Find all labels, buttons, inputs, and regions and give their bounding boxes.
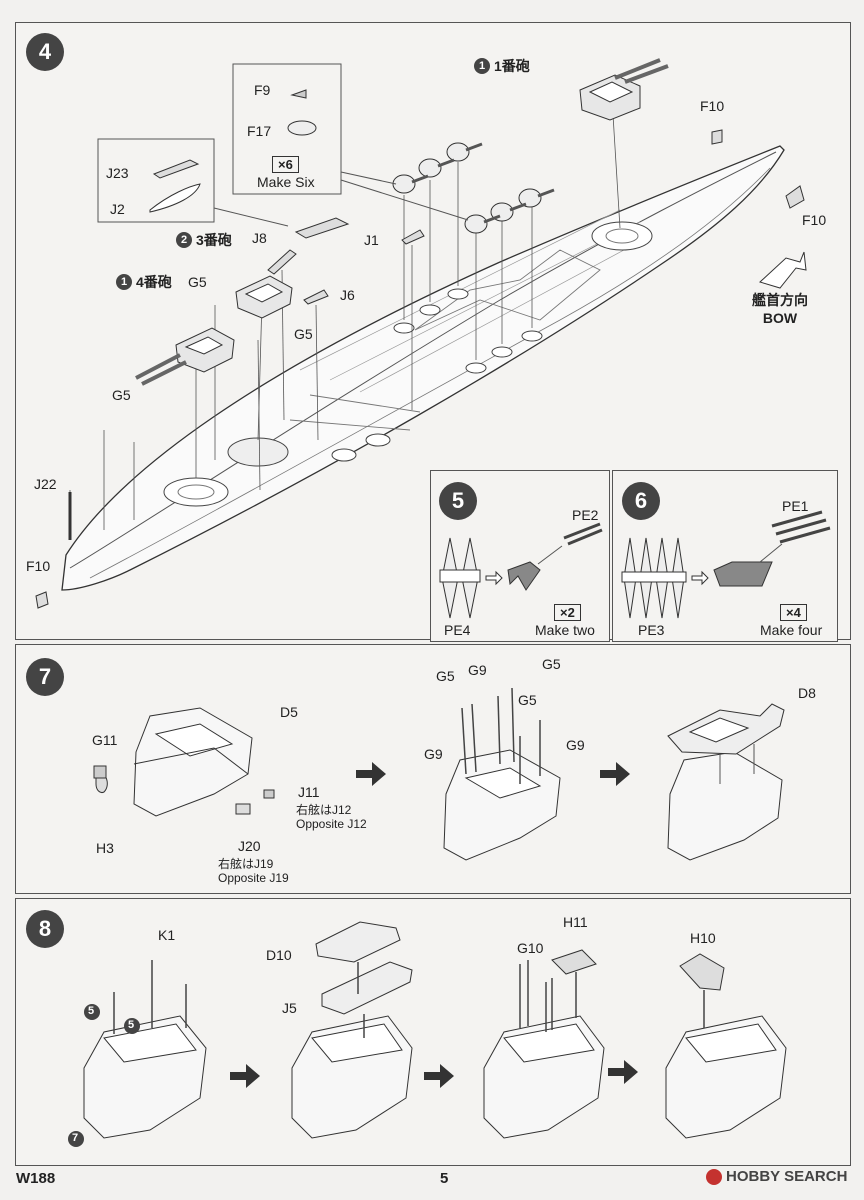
step5-badge: 5 bbox=[439, 482, 477, 520]
part-h11: H11 bbox=[563, 914, 588, 930]
bow-label-jp: 艦首方向 bbox=[752, 292, 808, 308]
make-two-note: Make two bbox=[535, 622, 595, 638]
part-pe4: PE4 bbox=[444, 622, 471, 638]
kit-code: W188 bbox=[16, 1170, 56, 1187]
step8-drawing bbox=[68, 921, 787, 1147]
callout-badge: 1 bbox=[116, 274, 132, 290]
step5-drawing bbox=[439, 522, 603, 619]
turret-3-label: 4番砲 bbox=[136, 274, 172, 290]
bow-label-en: BOW bbox=[762, 310, 798, 326]
part-j23: J23 bbox=[106, 165, 129, 181]
brand-logo-icon bbox=[706, 1168, 722, 1185]
part-j6: J6 bbox=[340, 287, 355, 303]
part-g9-c: G9 bbox=[566, 737, 585, 753]
turret-1-callout: 1 1番砲 bbox=[474, 56, 530, 76]
part-d5: D5 bbox=[280, 704, 298, 720]
part-h3: H3 bbox=[96, 840, 114, 856]
part-j11: J11 bbox=[298, 784, 320, 800]
part-d8: D8 bbox=[798, 685, 816, 701]
ref-step-7: 7 bbox=[72, 1132, 79, 1144]
part-g9-b: G9 bbox=[424, 746, 443, 762]
make-four-note: Make four bbox=[760, 622, 823, 638]
j20-note-en: Opposite J19 bbox=[218, 871, 289, 885]
brand-name: HOBBY SEARCH bbox=[726, 1168, 848, 1185]
turret-2-callout: 2 3番砲 bbox=[176, 230, 232, 250]
multiplier-badge: ×6 bbox=[272, 156, 299, 173]
part-f10-bow-b: F10 bbox=[802, 212, 827, 228]
part-g5-c: G5 bbox=[518, 692, 537, 708]
step7-drawing bbox=[93, 687, 785, 861]
turret-3-callout: 1 4番砲 bbox=[116, 272, 172, 292]
turret-1-label: 1番砲 bbox=[494, 58, 530, 74]
page-number: 5 bbox=[440, 1170, 449, 1187]
j11-note: 右舷はJ12 Opposite J12 bbox=[296, 803, 367, 831]
j11-note-jp: 右舷はJ12 bbox=[296, 803, 352, 817]
make-six-note: Make Six bbox=[257, 174, 315, 190]
bow-direction: 艦首方向 BOW bbox=[752, 290, 808, 326]
part-f10-bow-a: F10 bbox=[700, 98, 725, 114]
part-j8: J8 bbox=[252, 230, 267, 246]
part-f9: F9 bbox=[254, 82, 271, 98]
step6-badge: 6 bbox=[622, 482, 660, 520]
step8-badge: 8 bbox=[26, 910, 64, 948]
part-k1: K1 bbox=[158, 927, 176, 943]
part-j20: J20 bbox=[238, 838, 261, 854]
part-g11: G11 bbox=[92, 732, 118, 748]
j20-note: 右舷はJ19 Opposite J19 bbox=[218, 857, 289, 885]
turret-2-label: 3番砲 bbox=[196, 232, 232, 248]
part-pe1: PE1 bbox=[782, 498, 809, 514]
part-g5-a: G5 bbox=[188, 274, 207, 290]
callout-badge: 1 bbox=[474, 58, 490, 74]
part-f10-stern: F10 bbox=[26, 558, 51, 574]
ref-step-5-b: 5 bbox=[128, 1019, 135, 1031]
part-g5-c: G5 bbox=[112, 387, 131, 403]
brand-watermark: HOBBY SEARCH bbox=[706, 1168, 847, 1185]
callout-badge: 2 bbox=[176, 232, 192, 248]
part-g10: G10 bbox=[517, 940, 544, 956]
part-g5-b: G5 bbox=[294, 326, 313, 342]
j20-note-jp: 右舷はJ19 bbox=[218, 857, 274, 871]
part-j5: J5 bbox=[282, 1000, 297, 1016]
part-g5-a: G5 bbox=[436, 668, 455, 684]
step6-drawing bbox=[621, 510, 831, 619]
part-g5-b: G5 bbox=[542, 656, 561, 672]
part-j22: J22 bbox=[34, 476, 57, 492]
step7-badge: 7 bbox=[26, 658, 64, 696]
part-pe2: PE2 bbox=[572, 507, 599, 523]
multiplier-badge: ×2 bbox=[554, 604, 581, 621]
j11-note-en: Opposite J12 bbox=[296, 817, 367, 831]
part-j2: J2 bbox=[110, 201, 125, 217]
part-pe3: PE3 bbox=[638, 622, 665, 638]
part-g9-a: G9 bbox=[468, 662, 487, 678]
part-j1: J1 bbox=[364, 232, 379, 248]
part-d10: D10 bbox=[266, 947, 292, 963]
ref-step-5-a: 5 bbox=[88, 1005, 95, 1017]
part-h10: H10 bbox=[690, 930, 716, 946]
multiplier-badge: ×4 bbox=[780, 604, 807, 621]
part-f17: F17 bbox=[247, 123, 272, 139]
step4-badge: 4 bbox=[26, 33, 64, 71]
